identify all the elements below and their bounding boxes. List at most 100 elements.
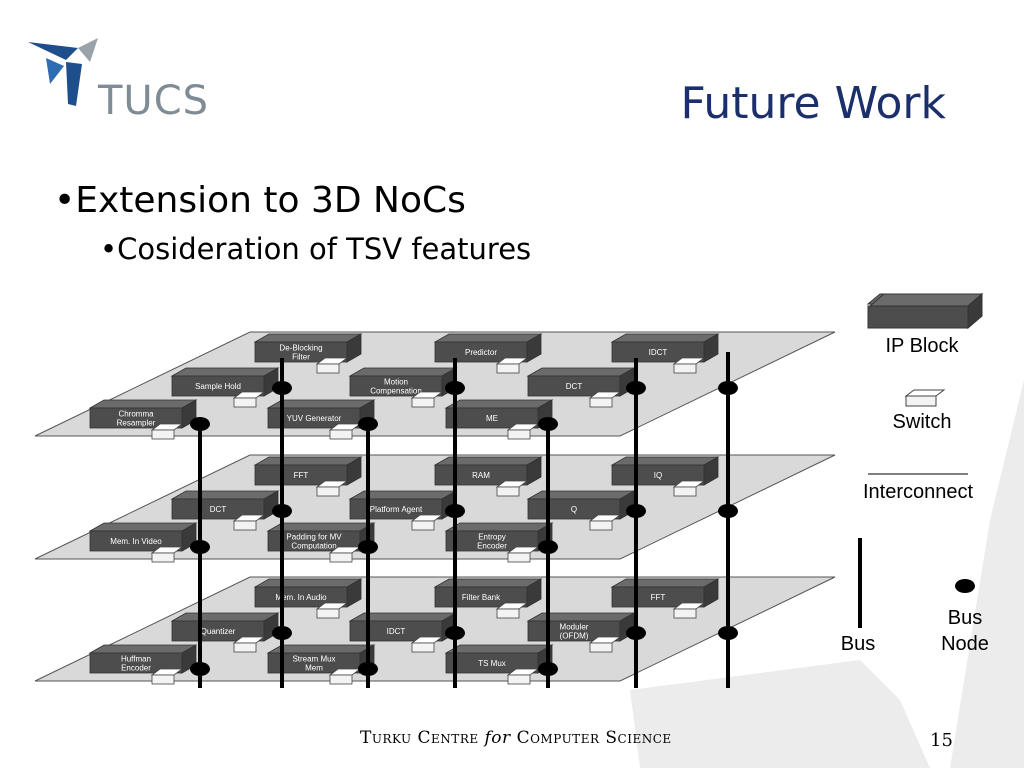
bus-nodes xyxy=(190,381,738,676)
footer: Turku Centre for Computer Science xyxy=(360,728,672,748)
bus-node xyxy=(190,662,210,676)
ip-block-label: IDCT xyxy=(649,348,668,357)
ip-block-label: Quantizer xyxy=(201,627,236,636)
ip-block-label: ME xyxy=(486,414,498,423)
ip-block-label: RAM xyxy=(472,471,490,480)
ip-block-label: Mem. In Video xyxy=(110,537,162,546)
ip-block-label: TS Mux xyxy=(478,659,506,668)
switch xyxy=(673,363,697,374)
ip-block-label: Padding for MV xyxy=(286,533,342,542)
bullet-level-1: •Extension to 3D NoCs xyxy=(54,180,466,221)
bus-node xyxy=(538,540,558,554)
switch xyxy=(151,429,175,440)
ip-block-label: Moduler xyxy=(560,623,589,632)
footer-for: for xyxy=(484,728,511,748)
switch xyxy=(329,552,353,563)
noc-layer: Mem. In Audio Filter Bank FFT Quantizer IDCT… xyxy=(34,576,836,685)
bus-node xyxy=(358,662,378,676)
bus-node xyxy=(445,626,465,640)
bus-node xyxy=(538,417,558,431)
switch xyxy=(507,552,531,563)
footer-cs: Computer Science xyxy=(516,728,672,748)
bus-node xyxy=(626,504,646,518)
switch xyxy=(233,397,257,408)
bus-node xyxy=(445,504,465,518)
switch xyxy=(316,608,340,619)
bus-node xyxy=(718,504,738,518)
ip-block-label: Filter xyxy=(292,353,310,362)
switch xyxy=(589,642,613,653)
legend-ip-block-label: IP Block xyxy=(886,335,960,357)
ip-block-label: Mem xyxy=(305,664,323,673)
ip-block-label: Huffman xyxy=(121,655,151,664)
ip-block-label: Resampler xyxy=(117,419,156,428)
ip-block-label: Entropy xyxy=(478,533,506,542)
bus-node xyxy=(272,626,292,640)
footer-turku: Turku Centre xyxy=(360,728,479,748)
bus-node xyxy=(272,381,292,395)
bus-node xyxy=(190,540,210,554)
ip-block-label: YUV Generator xyxy=(287,414,342,423)
legend-interconnect-label: Interconnect xyxy=(863,481,974,503)
switch xyxy=(589,520,613,531)
bus-node xyxy=(190,417,210,431)
ip-block-label: Compensation xyxy=(370,387,422,396)
legend-switch xyxy=(905,395,937,407)
switch xyxy=(507,429,531,440)
switch xyxy=(411,642,435,653)
bus-node xyxy=(272,504,292,518)
ip-block-label: FFT xyxy=(651,593,666,602)
switch xyxy=(507,674,531,685)
tucs-logo xyxy=(28,38,98,106)
legend-switch-label: Switch xyxy=(893,411,952,433)
switch xyxy=(411,397,435,408)
ip-block-label: FFT xyxy=(294,471,309,480)
legend-bus-label: Bus xyxy=(841,633,875,655)
bus-node xyxy=(626,626,646,640)
ip-block-label: Mem. In Audio xyxy=(275,593,327,602)
ip-block-label: Chromma xyxy=(118,410,154,419)
legend-bus-node-label: Node xyxy=(941,633,989,655)
legend-bus-node xyxy=(955,579,975,593)
switch xyxy=(496,608,520,619)
switch xyxy=(496,363,520,374)
bus-node xyxy=(538,662,558,676)
switch xyxy=(316,363,340,374)
legend-ip-block xyxy=(867,305,969,329)
legend-bus-node-label: Bus xyxy=(948,607,982,629)
switch xyxy=(329,429,353,440)
bus-node xyxy=(718,626,738,640)
ip-block-label: IQ xyxy=(654,471,662,480)
switch xyxy=(233,642,257,653)
switch xyxy=(673,608,697,619)
slide-title: Future Work xyxy=(680,78,946,129)
bullet-text: Extension to 3D NoCs xyxy=(75,180,466,221)
ip-block-label: Predictor xyxy=(465,348,497,357)
bullet-dot: • xyxy=(100,232,118,266)
switch xyxy=(411,520,435,531)
switch xyxy=(151,674,175,685)
ip-block-label: Encoder xyxy=(477,542,507,551)
page-number: 15 xyxy=(930,730,953,751)
bus-node xyxy=(445,381,465,395)
logo-text: TUCS xyxy=(98,78,210,124)
ip-block-label: Encoder xyxy=(121,664,151,673)
switch xyxy=(496,486,520,497)
ip-block-label: Stream Mux xyxy=(292,655,335,664)
ip-block-label: Filter Bank xyxy=(462,593,501,602)
ip-block-label: Computation xyxy=(291,542,336,551)
bus-node xyxy=(626,381,646,395)
bus-node xyxy=(718,381,738,395)
bus-node xyxy=(358,417,378,431)
switch xyxy=(329,674,353,685)
ip-block-label: IDCT xyxy=(387,627,406,636)
ip-block-label: (OFDM) xyxy=(560,632,589,641)
ip-block-label: Platform Agent xyxy=(370,505,423,514)
switch xyxy=(151,552,175,563)
bus-node xyxy=(358,540,378,554)
ip-block-label: Motion xyxy=(384,378,408,387)
switch xyxy=(233,520,257,531)
